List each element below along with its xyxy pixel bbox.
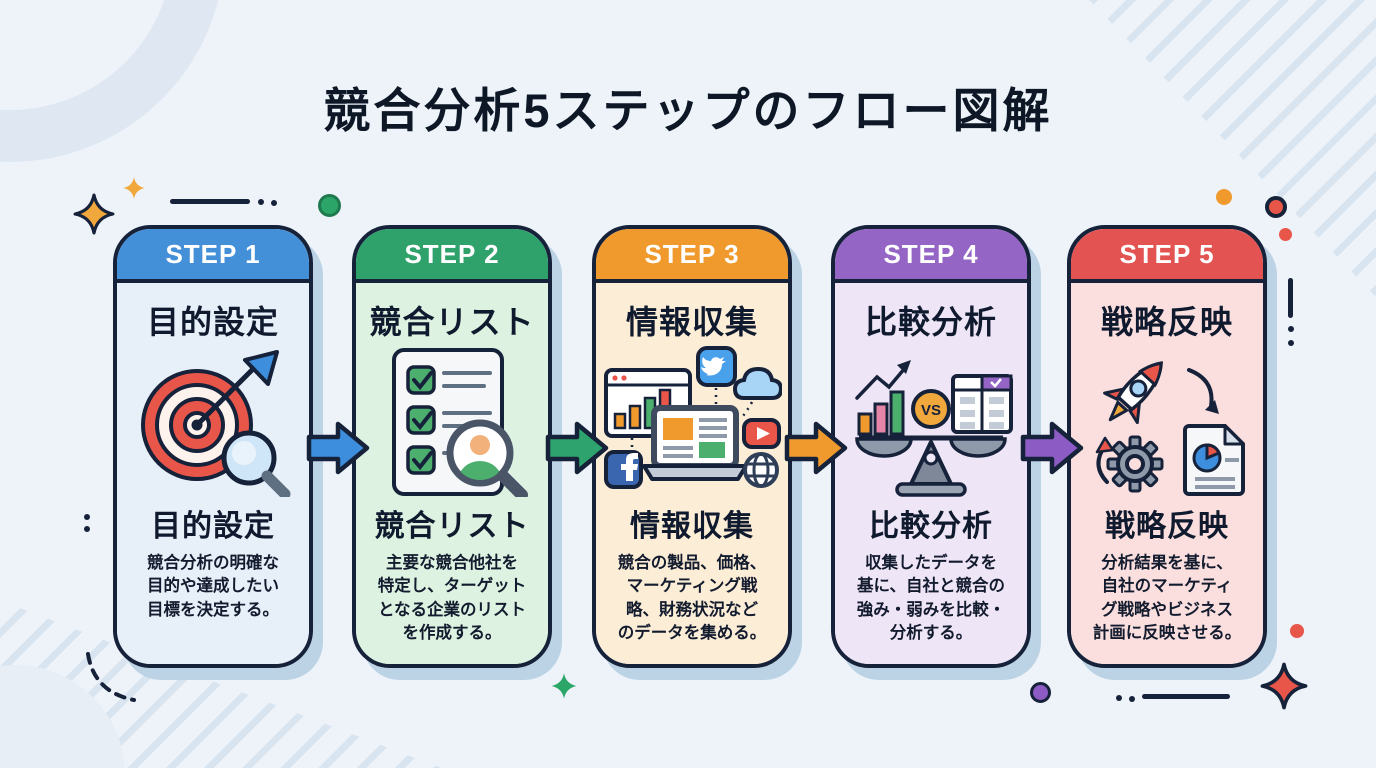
step-title: 戦略反映 <box>1100 304 1233 340</box>
step-header: STEP 1 <box>117 229 309 283</box>
flow-arrow-icon <box>784 421 848 475</box>
step-header: STEP 4 <box>835 229 1027 283</box>
dash-decoration <box>1142 694 1230 699</box>
dot-decoration <box>1116 695 1122 701</box>
dot-decoration <box>1129 696 1135 702</box>
step-subtitle: 情報収集 <box>630 510 754 543</box>
flow-arrow-icon <box>306 421 370 475</box>
step-body: 競合リスト <box>356 283 548 664</box>
dot-decoration <box>258 199 264 205</box>
target-magnifier-icon <box>117 343 309 501</box>
dot-decoration <box>84 526 90 532</box>
step-header: STEP 5 <box>1071 229 1263 283</box>
rocket-strategy-icon <box>1071 343 1263 501</box>
step-title: 競合リスト <box>369 304 535 340</box>
step-title: 目的設定 <box>146 304 279 340</box>
flow-arrow-icon <box>1020 421 1084 475</box>
dash-decoration <box>1288 278 1293 318</box>
dashed-arc-decoration <box>86 652 136 702</box>
step-card-4: STEP 4 比較分析 <box>831 225 1031 668</box>
step-body: 比較分析 <box>835 283 1027 664</box>
step-description: 主要な競合他社を 特定し、ターゲット となる企業のリスト を作成する。 <box>377 554 527 643</box>
step-subtitle: 比較分析 <box>869 510 993 543</box>
step-label: STEP 5 <box>1119 238 1215 269</box>
step-description: 競合分析の明確な 目的や達成したい 目標を決定する。 <box>147 554 279 619</box>
step-title: 情報収集 <box>625 304 758 340</box>
step-description: 競合の製品、価格、 マーケティング戦 略、財務状況など のデータを集める。 <box>617 554 767 643</box>
step-subtitle: 戦略反映 <box>1105 510 1229 543</box>
dot-decoration <box>1290 624 1304 638</box>
dot-decoration <box>318 194 341 217</box>
step-body: 目的設定 目的設定 競合分析の明確な 目的や達成したい 目標を決定する。 <box>117 283 309 664</box>
flow-arrow-icon <box>545 421 609 475</box>
dot-decoration <box>1288 340 1294 346</box>
dot-decoration <box>1288 326 1294 332</box>
step-header: STEP 3 <box>596 229 788 283</box>
dot-decoration <box>1216 189 1232 205</box>
step-subtitle: 目的設定 <box>151 510 275 543</box>
step-header: STEP 2 <box>356 229 548 283</box>
balance-scale-icon: VS <box>835 343 1027 501</box>
dot-decoration <box>1265 196 1287 218</box>
sparkle-icon <box>73 193 115 235</box>
sparkle-icon <box>123 177 145 199</box>
vs-badge: VS <box>921 402 941 419</box>
dot-decoration <box>1279 228 1292 241</box>
dot-decoration <box>271 200 277 206</box>
checklist-magnifier-icon <box>356 343 548 501</box>
step-title: 比較分析 <box>864 304 997 340</box>
step-label: STEP 2 <box>404 238 500 269</box>
sparkle-icon <box>1260 662 1308 710</box>
dot-decoration <box>84 514 90 520</box>
step-description: 分析結果を基に、 自社のマーケティ グ戦略やビジネス 計画に反映させる。 <box>1092 554 1242 643</box>
step-body: 情報収集 <box>596 283 788 664</box>
sparkle-icon <box>551 673 577 699</box>
dash-decoration <box>170 199 250 204</box>
data-sources-icon <box>596 343 788 501</box>
step-card-2: STEP 2 競合リスト <box>352 225 552 668</box>
step-label: STEP 1 <box>165 238 261 269</box>
step-label: STEP 3 <box>644 238 740 269</box>
step-card-1: STEP 1 目的設定 目的設定 競合分析の明確な 目的や達成したい 目標を決定… <box>113 225 313 668</box>
step-subtitle: 競合リスト <box>374 510 530 543</box>
step-description: 収集したデータを 基に、自社と競合の 強み・弱みを比較・ 分析する。 <box>856 554 1006 643</box>
page-title: 競合分析5ステップのフロー図解 <box>323 84 1053 137</box>
step-card-3: STEP 3 情報収集 <box>592 225 792 668</box>
dot-decoration <box>1030 682 1051 703</box>
step-body: 戦略反映 <box>1071 283 1263 664</box>
step-label: STEP 4 <box>883 238 979 269</box>
step-card-5: STEP 5 戦略反映 <box>1067 225 1267 668</box>
